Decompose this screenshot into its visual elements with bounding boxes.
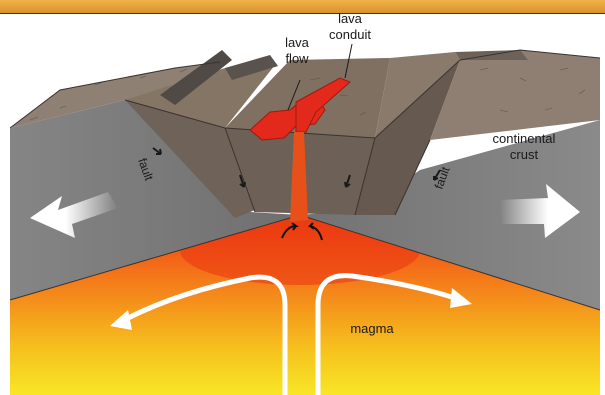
lava-conduit-label-2: conduit: [329, 27, 371, 42]
magma-label: magma: [350, 321, 394, 336]
lava-flow-label-2: flow: [285, 51, 309, 66]
lava-conduit-label-1: lava: [338, 11, 363, 26]
continental-crust-label-2: crust: [510, 147, 539, 162]
continental-crust-label-1: continental: [493, 131, 556, 146]
top-banner: [0, 0, 605, 13]
lava-flow-label-1: lava: [285, 35, 310, 50]
